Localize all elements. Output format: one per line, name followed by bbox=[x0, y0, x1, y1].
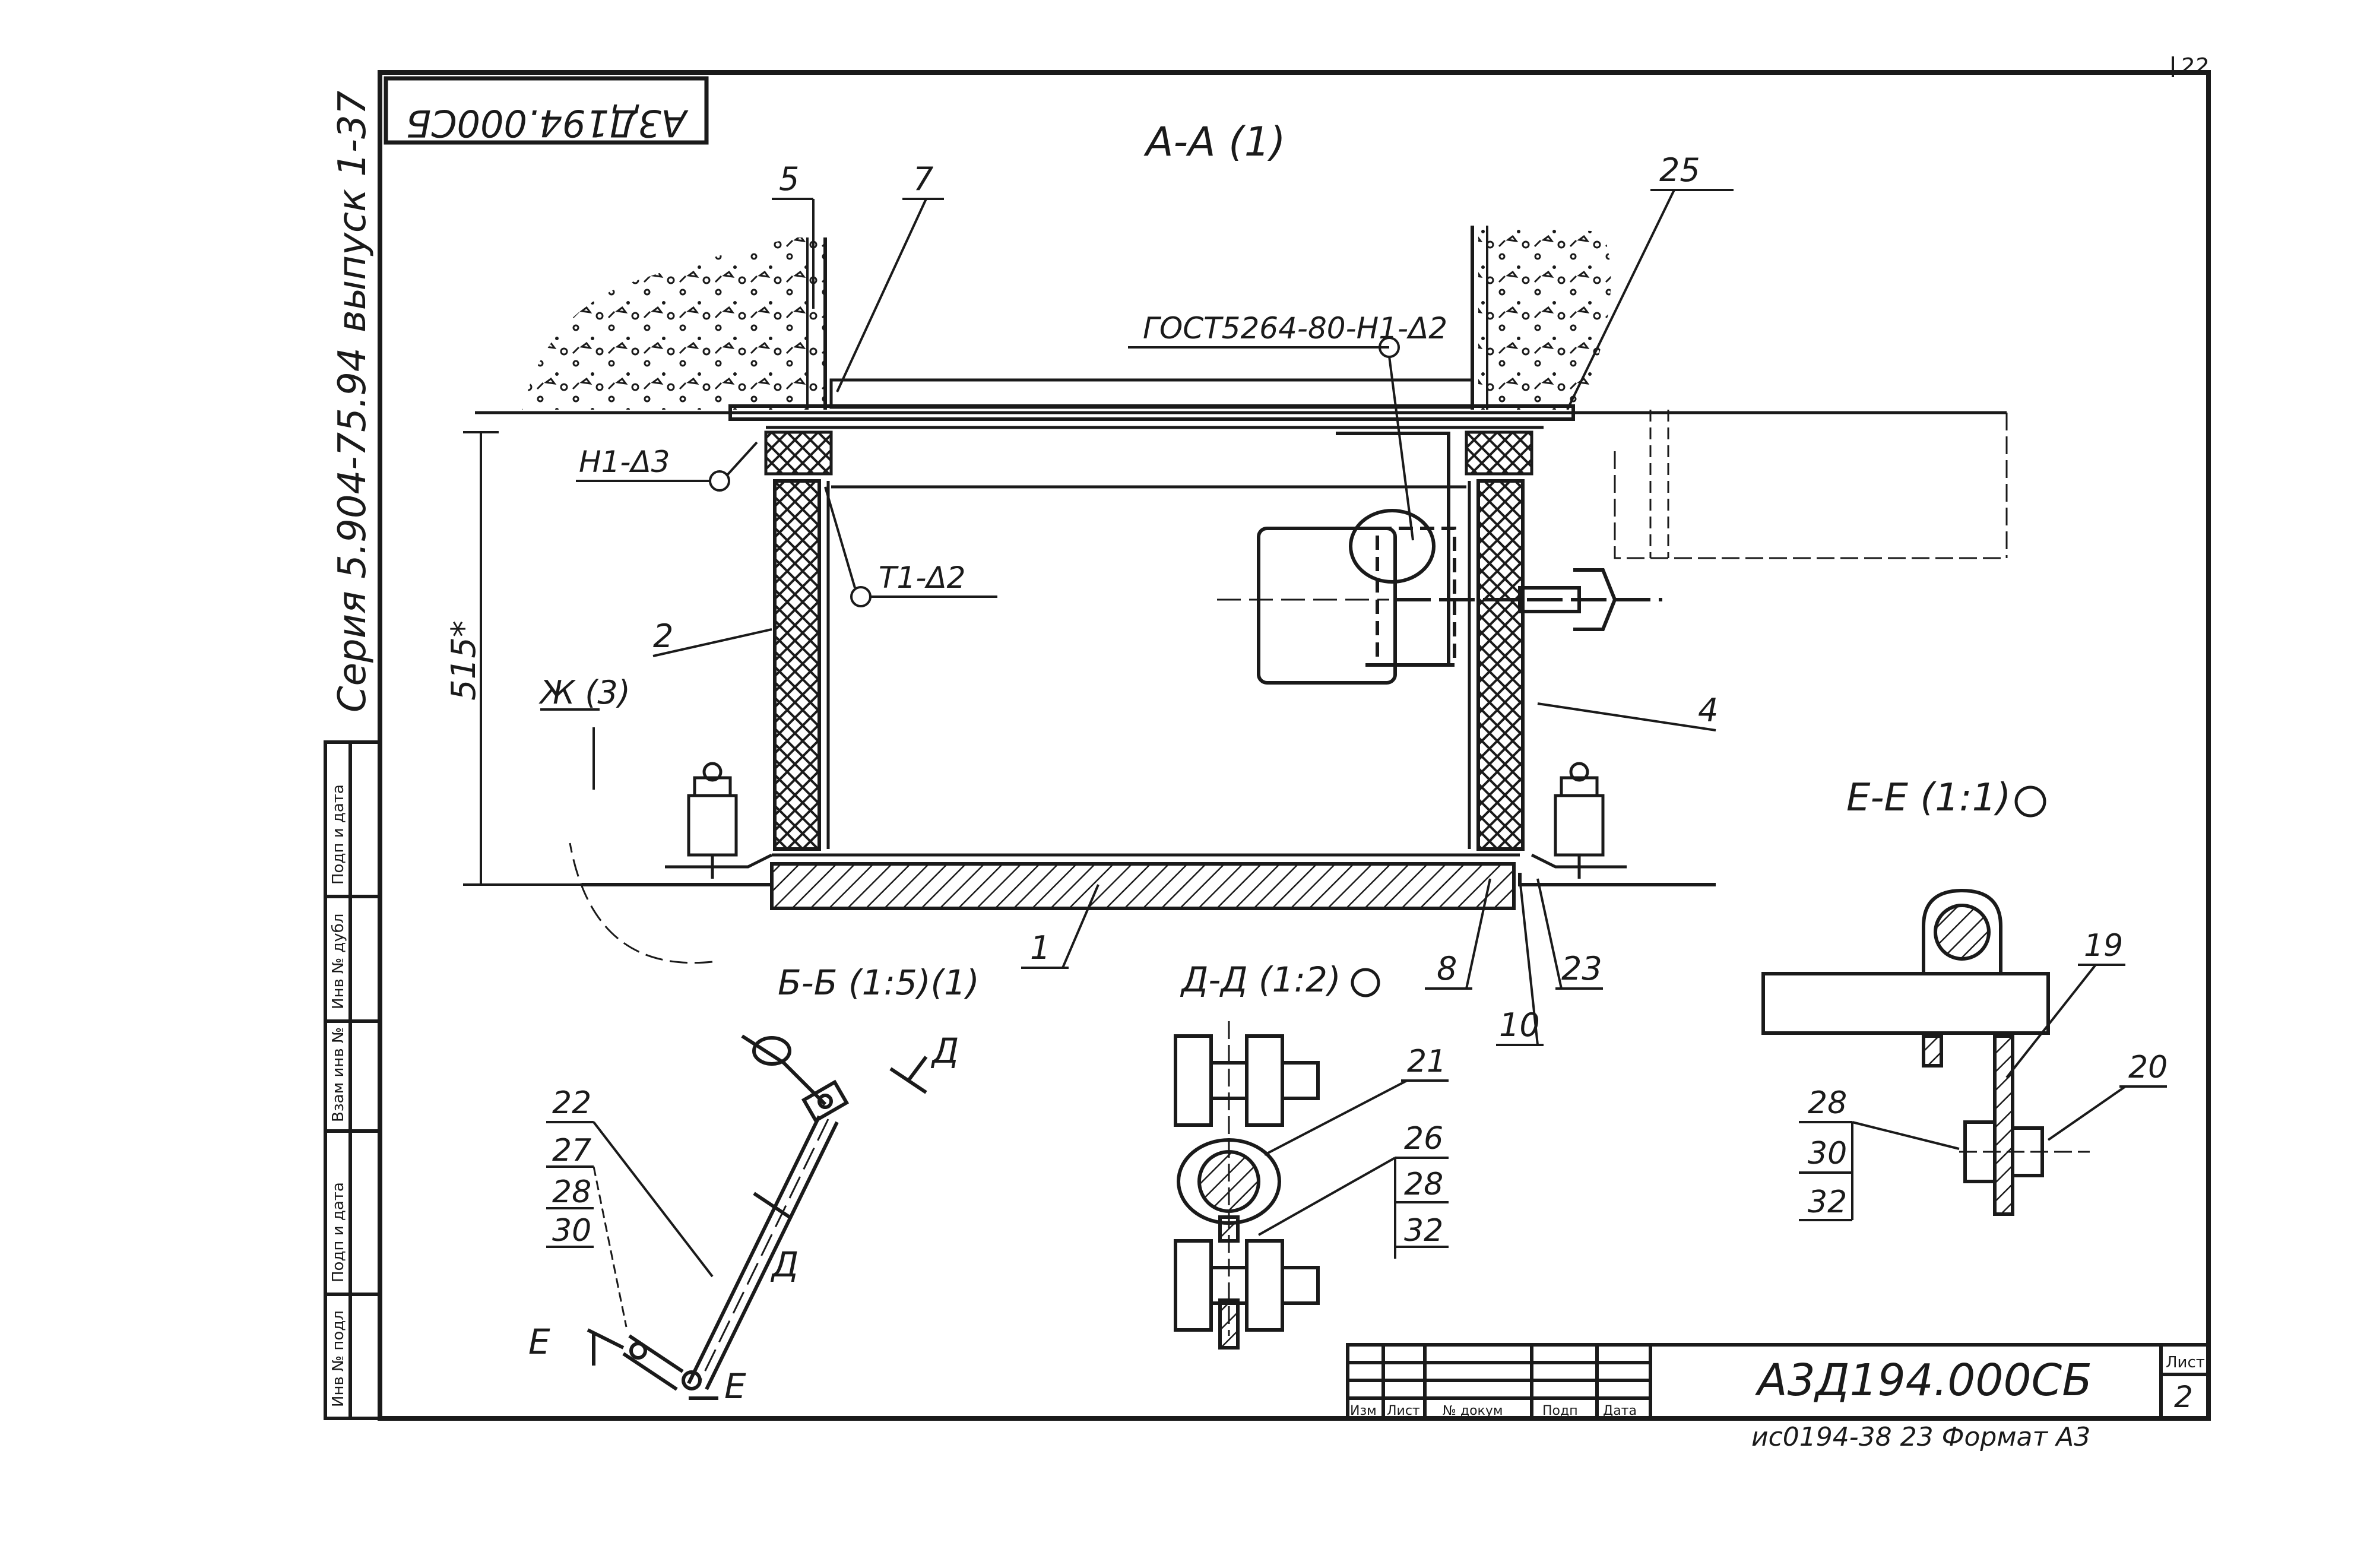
tb-header-sign: Подп bbox=[1542, 1404, 1578, 1418]
title-block bbox=[1346, 1343, 2210, 1420]
cut-d-bottom-label: Д bbox=[770, 1244, 798, 1285]
callout-32-ee-label: 32 bbox=[1808, 1184, 1847, 1220]
concrete-right bbox=[1471, 226, 1611, 410]
callout-7 bbox=[836, 198, 944, 392]
callout-5-label: 5 bbox=[779, 160, 799, 198]
callout-5 bbox=[772, 198, 815, 309]
detail-dd-assembly bbox=[1174, 1021, 1320, 1350]
callout-32-dd-label: 32 bbox=[1404, 1213, 1443, 1249]
svg-text:А3Д194.000СБ: А3Д194.000СБ bbox=[406, 102, 689, 145]
cut-e-left-label: Е bbox=[528, 1322, 550, 1362]
weld-h1-note: Н1-Δ3 bbox=[576, 441, 758, 492]
callout-22 bbox=[546, 1121, 714, 1278]
callout-10-label: 10 bbox=[1499, 1006, 1540, 1044]
svg-text:Н1-Δ3: Н1-Δ3 bbox=[579, 445, 670, 479]
callout-28-dd-label: 28 bbox=[1404, 1167, 1443, 1202]
tb-header-docnum: № докум bbox=[1443, 1404, 1503, 1418]
page-number: 22 bbox=[2172, 53, 2208, 80]
section-aa-title: А-А (1) bbox=[1143, 119, 1286, 166]
dimension-515 bbox=[463, 431, 594, 886]
callout-2 bbox=[652, 628, 772, 657]
stamp-cell-4: Подп и дата bbox=[329, 1182, 347, 1282]
format-note: ис0194-38 23 Формат А3 bbox=[1751, 1422, 2090, 1452]
weld-gost-note: ГОСТ5264-80-Н1-Δ2 bbox=[1128, 311, 1447, 541]
callout-4 bbox=[1537, 702, 1716, 731]
cut-mark-d-top bbox=[889, 1056, 928, 1094]
callout-28-label: 28 bbox=[552, 1174, 591, 1210]
lever-linkage bbox=[622, 1034, 850, 1391]
svg-text:22: 22 bbox=[2180, 53, 2208, 80]
callout-20-label: 20 bbox=[2128, 1050, 2168, 1085]
callout-8-label: 8 bbox=[1437, 950, 1457, 987]
view-zh-arc bbox=[569, 842, 713, 964]
section-ee-title: Е-Е (1:1) bbox=[1846, 776, 2011, 820]
callout-8 bbox=[1425, 878, 1491, 990]
callout-2-label: 2 bbox=[653, 617, 673, 655]
callout-30-label: 30 bbox=[552, 1213, 591, 1249]
callout-26-label: 26 bbox=[1404, 1121, 1443, 1157]
cut-d-top-label: Д bbox=[930, 1031, 959, 1071]
tb-sheet-label: Лист bbox=[2166, 1354, 2205, 1371]
stamp-cell-3: Взам инв № bbox=[329, 1027, 347, 1122]
floor-flange-right bbox=[1518, 873, 1716, 886]
weld-t1-note: Т1-Δ2 bbox=[824, 486, 997, 607]
callout-26-block bbox=[1258, 1157, 1449, 1259]
left-wall-panel bbox=[773, 479, 821, 851]
callout-10 bbox=[1496, 878, 1544, 1046]
callout-22-label: 22 bbox=[552, 1085, 591, 1121]
callout-4-label: 4 bbox=[1698, 692, 1718, 729]
callout-7-label: 7 bbox=[913, 160, 933, 198]
cut-mark-e-left bbox=[587, 1328, 625, 1366]
stamp-cell-2: Инв № дубл bbox=[329, 914, 347, 1009]
callout-25-label: 25 bbox=[1659, 151, 1700, 189]
callout-19-label: 19 bbox=[2084, 928, 2123, 964]
actuator-device bbox=[1257, 432, 1662, 685]
hinge-right bbox=[1531, 762, 1627, 879]
stamp-cell-1: Подп и дата bbox=[329, 784, 347, 885]
rotated-code-box: А3Д194.000СБ bbox=[384, 76, 709, 145]
drawing-frame bbox=[378, 70, 2211, 1421]
tb-header-date: Дата bbox=[1603, 1404, 1637, 1418]
callout-30-ee-label: 30 bbox=[1808, 1136, 1847, 1171]
callout-28-ee-label: 28 bbox=[1808, 1085, 1847, 1121]
callout-25 bbox=[1566, 189, 1734, 410]
callout-21 bbox=[1264, 1079, 1449, 1156]
frame-top-beam bbox=[764, 430, 833, 476]
tb-sheet-number: 2 bbox=[2174, 1380, 2193, 1414]
callout-20 bbox=[2047, 1085, 2167, 1141]
tb-header-izm: Изм bbox=[1350, 1404, 1377, 1418]
series-label: Серия 5.904-75.94 bbox=[331, 347, 375, 712]
callout-28-ee-block bbox=[1799, 1121, 1960, 1221]
concrete-left bbox=[522, 237, 827, 410]
callout-23 bbox=[1536, 878, 1603, 990]
svg-text:ГОСТ5264-80-Н1-Δ2: ГОСТ5264-80-Н1-Δ2 bbox=[1143, 311, 1447, 346]
side-stamp bbox=[324, 740, 382, 1420]
callout-23-label: 23 bbox=[1561, 950, 1602, 987]
callout-19 bbox=[2005, 964, 2125, 1079]
tb-document-code: А3Д194.000СБ bbox=[1755, 1355, 2092, 1406]
stamp-cell-5: Инв № подл bbox=[329, 1310, 347, 1407]
tb-header-list: Лист bbox=[1387, 1404, 1420, 1418]
callout-27-label: 27 bbox=[552, 1133, 591, 1168]
callout-21-label: 21 bbox=[1407, 1044, 1446, 1079]
view-zh-label: Ж (3) bbox=[538, 674, 630, 711]
callout-1-label: 1 bbox=[1030, 929, 1050, 967]
floor-flange-left bbox=[582, 873, 774, 886]
bottom-panel bbox=[770, 862, 1516, 910]
cut-mark-d-bottom bbox=[753, 1192, 791, 1219]
cut-e-right-label: Е bbox=[724, 1366, 746, 1407]
svg-text:Т1-Δ2: Т1-Δ2 bbox=[879, 560, 965, 595]
detail-ee-assembly bbox=[1761, 888, 2090, 1216]
section-bb-title: Б-Б (1:5)(1) bbox=[778, 962, 980, 1003]
dimension-515-label: 515* bbox=[445, 620, 483, 701]
hinge-left bbox=[665, 762, 773, 879]
section-dd-title: Д-Д (1:2) bbox=[1180, 959, 1341, 1000]
callout-1 bbox=[1021, 884, 1099, 969]
right-wall-panel bbox=[1476, 479, 1525, 851]
issue-label: выпуск 1-37 bbox=[331, 90, 375, 332]
